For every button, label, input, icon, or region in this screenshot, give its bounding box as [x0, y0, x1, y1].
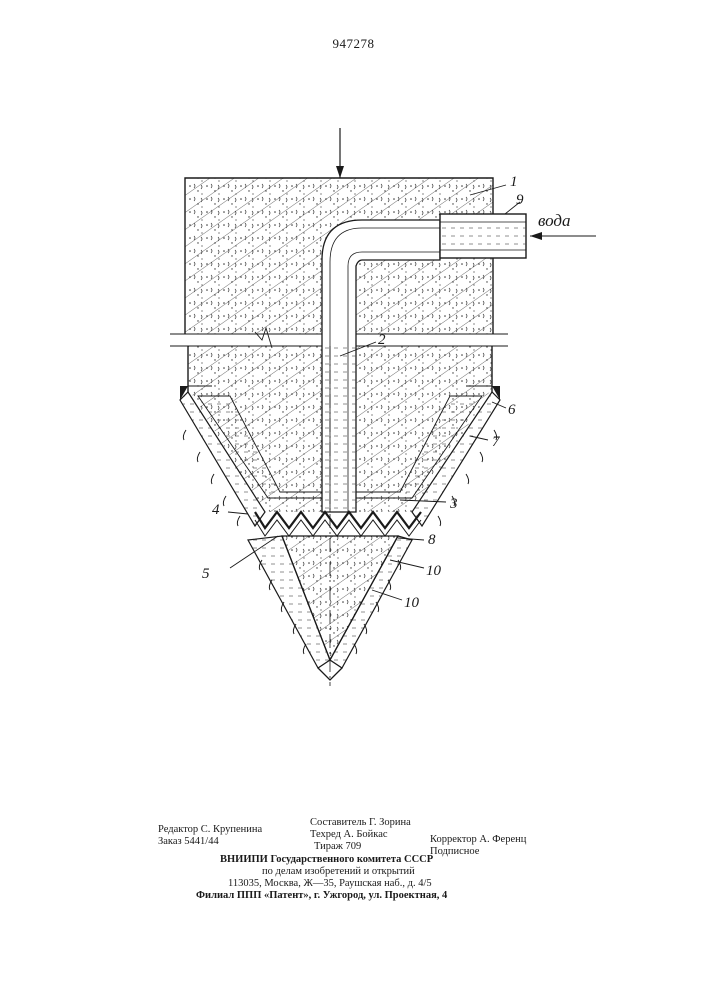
water-inlet-arrow: [530, 232, 596, 240]
imprint-circulation: Тираж 709: [314, 841, 361, 853]
imprint-order: Заказ 5441/44: [158, 836, 219, 848]
label-4: 4: [212, 502, 220, 518]
label-10a: 10: [426, 563, 442, 579]
imprint-compiler: Составитель Г. Зорина: [310, 817, 411, 829]
label-5: 5: [202, 566, 210, 582]
label-2: 2: [378, 332, 386, 348]
feed-arrow: [336, 128, 344, 178]
imprint-org-line2: по делам изобретений и открытий: [262, 866, 415, 878]
imprint-org-address: 113035, Москва, Ж—35, Раушская наб., д. …: [228, 878, 432, 890]
label-9: 9: [516, 192, 524, 208]
water-label: вода: [538, 211, 571, 230]
label-1: 1: [510, 174, 518, 190]
imprint-subscription: Подписное: [430, 846, 479, 858]
label-6: 6: [508, 402, 516, 418]
imprint-branch: Филиал ППП «Патент», г. Ужгород, ул. Про…: [196, 890, 447, 902]
label-3: 3: [449, 496, 458, 512]
imprint-editor: Редактор С. Крупенина: [158, 824, 262, 836]
imprint-corrector: Корректор А. Ференц: [430, 834, 526, 846]
imprint-org-line1: ВНИИПИ Государственного комитета СССР: [220, 854, 433, 866]
imprint-techred: Техред А. Бойкас: [310, 829, 388, 841]
corrugated-element: [255, 512, 421, 536]
label-7: 7: [492, 434, 501, 450]
label-10b: 10: [404, 595, 420, 611]
label-8: 8: [428, 532, 436, 548]
